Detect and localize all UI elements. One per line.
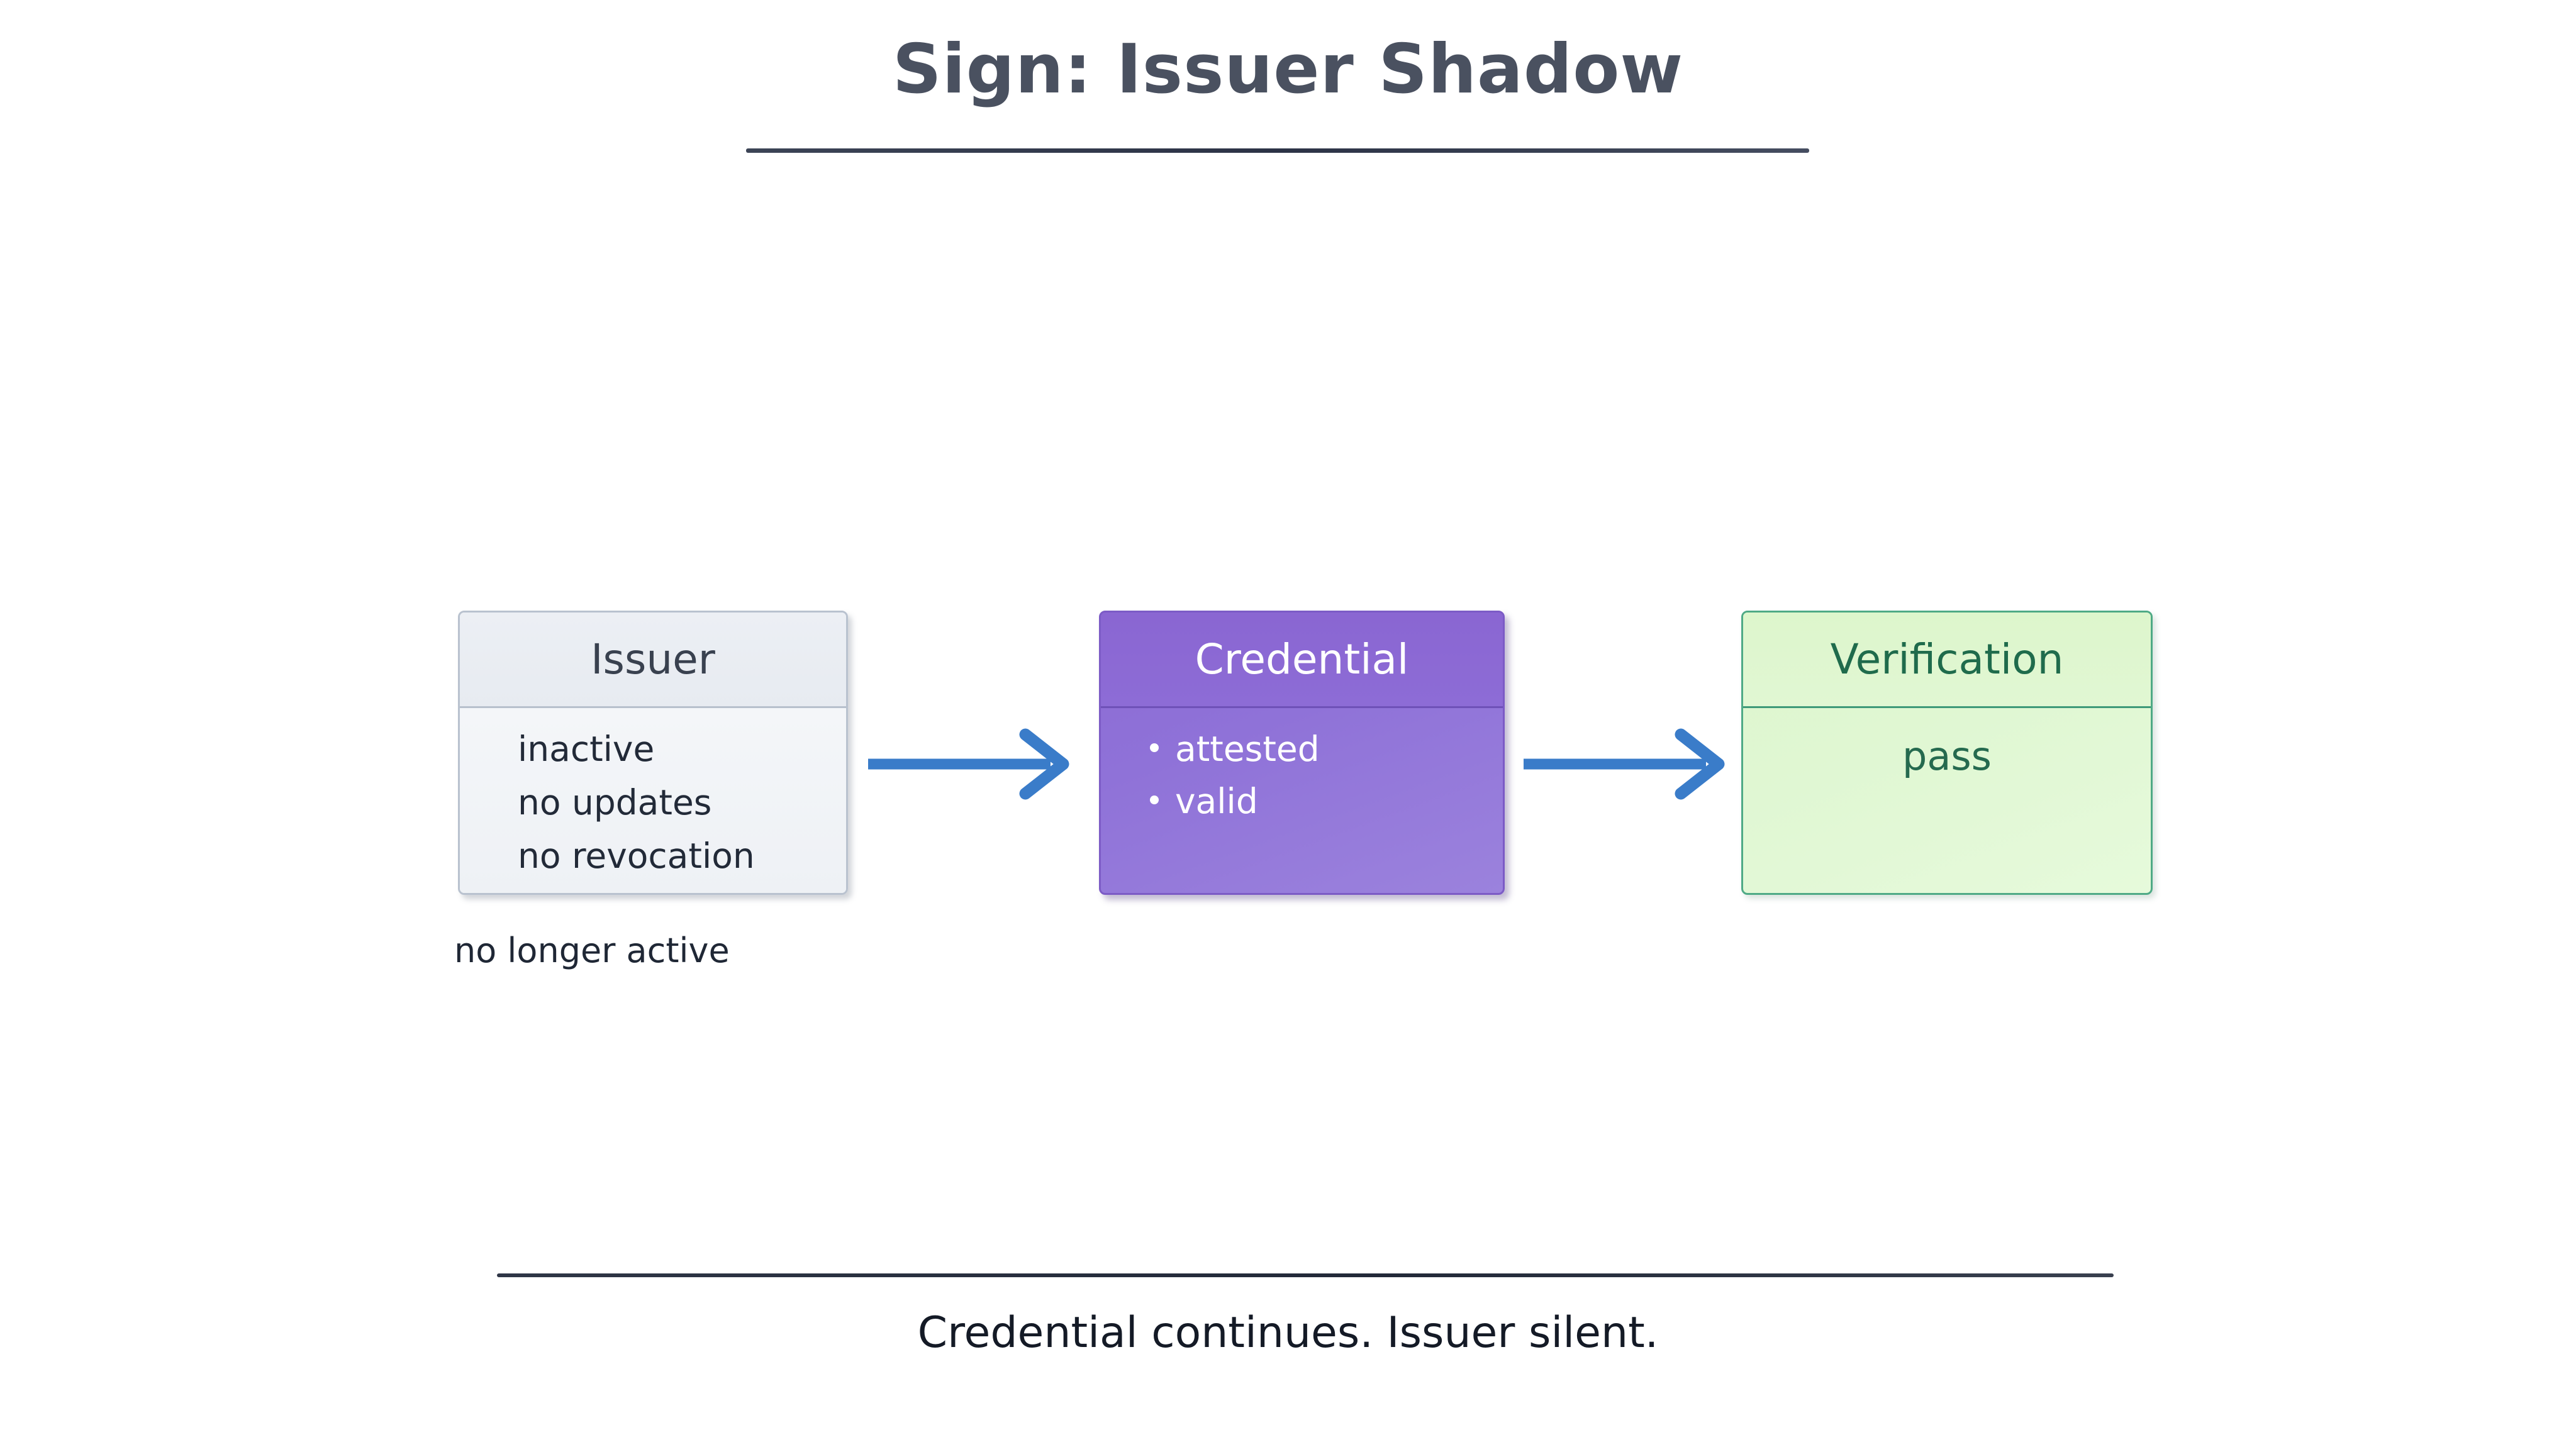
node-credential-title: Credential bbox=[1195, 635, 1409, 684]
footer-block: Credential continues. Issuer silent. bbox=[0, 1308, 2576, 1358]
node-credential-body: attested valid bbox=[1101, 708, 1503, 893]
node-issuer-caption: no longer active bbox=[454, 931, 730, 970]
node-verification-header: Verification bbox=[1743, 613, 2151, 708]
node-issuer-title: Issuer bbox=[591, 635, 715, 684]
title-block: Sign: Issuer Shadow bbox=[0, 30, 2576, 109]
node-issuer-item-1: no updates bbox=[518, 782, 712, 823]
title-underline-rule bbox=[746, 148, 1809, 153]
node-issuer[interactable]: Issuer inactive no updates no revocation bbox=[458, 611, 848, 895]
node-issuer-item-2: no revocation bbox=[518, 836, 755, 876]
node-verification-title: Verification bbox=[1830, 635, 2064, 684]
node-credential[interactable]: Credential attested valid bbox=[1099, 611, 1505, 895]
footer-rule bbox=[497, 1273, 2114, 1277]
node-credential-header: Credential bbox=[1101, 613, 1503, 708]
node-verification[interactable]: Verification pass bbox=[1741, 611, 2153, 895]
bullet-dot-icon bbox=[1150, 743, 1159, 752]
page-title: Sign: Issuer Shadow bbox=[892, 30, 1684, 109]
node-issuer-body: inactive no updates no revocation bbox=[460, 708, 846, 893]
node-issuer-header: Issuer bbox=[460, 613, 846, 708]
node-credential-row-1: valid bbox=[1150, 784, 1503, 819]
arrow-right-icon-issuer-to-credential bbox=[868, 728, 1069, 800]
arrow-right-icon-credential-to-verification bbox=[1524, 728, 1725, 800]
node-credential-item-1: valid bbox=[1175, 781, 1258, 821]
node-credential-row-0: attested bbox=[1150, 732, 1503, 767]
node-verification-body: pass bbox=[1743, 708, 2151, 893]
node-verification-item-0: pass bbox=[1902, 733, 1992, 779]
node-issuer-item-0: inactive bbox=[518, 729, 655, 769]
footer-caption: Credential continues. Issuer silent. bbox=[917, 1308, 1659, 1358]
bullet-dot-icon bbox=[1150, 796, 1159, 804]
node-credential-item-0: attested bbox=[1175, 729, 1320, 769]
